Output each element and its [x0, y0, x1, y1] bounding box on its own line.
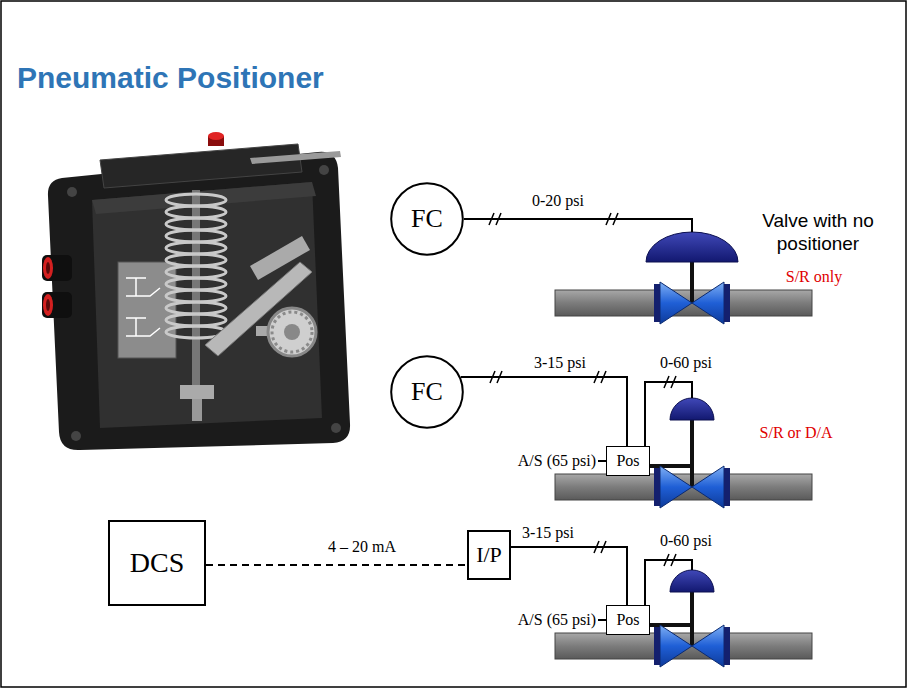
converter-tag: I/P	[476, 543, 502, 567]
valve-note: Valve with no positioner	[738, 210, 898, 256]
pneumatic-hash-marks	[489, 213, 676, 566]
pressure-range-label: 0-60 psi	[660, 354, 712, 372]
positioner-tag: Pos	[616, 452, 639, 470]
air-supply-label: A/S (65 psi)	[518, 452, 596, 470]
controller-tag: FC	[411, 205, 443, 234]
signal-range-label: 3-15 psi	[534, 354, 586, 372]
signal-range-label: 3-15 psi	[522, 524, 574, 542]
air-supply-label: A/S (65 psi)	[518, 611, 596, 629]
signal-lines	[464, 219, 692, 620]
circle-shape	[391, 183, 463, 255]
valve-body	[654, 625, 730, 667]
valve-actuator	[670, 570, 714, 592]
dcs-tag: DCS	[130, 548, 184, 579]
pressure-range-label: 0-60 psi	[660, 532, 712, 550]
valve-body	[654, 466, 730, 508]
valve-actuator	[670, 398, 714, 420]
valve-body	[654, 282, 730, 324]
action-note: S/R or D/A	[760, 424, 833, 442]
positioner-box: Pos	[606, 446, 650, 476]
pneumatic-signal-line	[461, 377, 627, 446]
positioner-tag: Pos	[616, 611, 639, 629]
electrical-signal-line	[206, 564, 467, 566]
positioner-photo	[42, 132, 350, 450]
slide-title: Pneumatic Positioner	[17, 60, 324, 96]
positioner-box: Pos	[606, 605, 650, 635]
pipes	[555, 290, 812, 659]
converter-box: I/P	[467, 530, 511, 580]
pneumatic-signal-line	[511, 547, 627, 605]
controller-circle: FC	[390, 182, 464, 256]
pressure-range-label: 0-20 psi	[532, 192, 584, 210]
circle-shape	[391, 356, 463, 428]
dcs-box: DCS	[108, 520, 206, 606]
controller-circle: FC	[390, 355, 464, 429]
signal-range-label: 4 – 20 mA	[328, 538, 396, 556]
valve-actuator	[646, 232, 738, 262]
controller-tag: FC	[411, 378, 443, 407]
action-note: S/R only	[786, 268, 842, 286]
